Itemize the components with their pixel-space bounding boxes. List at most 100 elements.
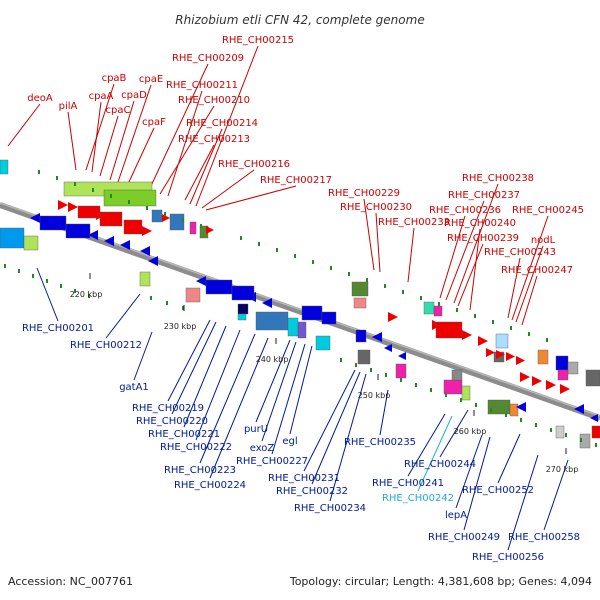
bottom-gene-label-9[interactable]: purU xyxy=(244,424,268,435)
top-gene-label-3[interactable]: cpaA xyxy=(89,91,114,102)
dot-6 xyxy=(146,206,148,210)
bottom-gene-label-2[interactable]: gatA1 xyxy=(119,382,149,393)
top-gene-label-24[interactable]: RHE_CH00243 xyxy=(484,247,556,258)
dot-3 xyxy=(92,188,94,192)
top-gene-label-7[interactable]: cpaF xyxy=(142,117,166,128)
top-gene-label-18[interactable]: RHE_CH00233 xyxy=(378,217,450,228)
dot-23 xyxy=(474,314,476,318)
gene-arrow-70 xyxy=(496,350,505,359)
top-gene-label-23[interactable]: RHE_CH00240 xyxy=(444,218,516,229)
top-gene-leader-3 xyxy=(91,101,102,173)
gene-arrow-82 xyxy=(532,376,542,386)
top-gene-label-2[interactable]: cpaB xyxy=(102,73,127,84)
bottom-gene-label-11[interactable]: RHE_CH00227 xyxy=(236,456,308,467)
bottom-gene-leader-18 xyxy=(407,413,446,477)
gene-block-64 xyxy=(443,379,463,395)
bottom-gene-leader-15 xyxy=(329,373,367,502)
dot-35 xyxy=(150,296,152,300)
top-gene-label-9[interactable]: RHE_CH00210 xyxy=(178,95,250,106)
top-gene-label-13[interactable]: RHE_CH00215 xyxy=(222,35,294,46)
gene-block-45 xyxy=(301,305,323,321)
bottom-gene-label-0[interactable]: RHE_CH00201 xyxy=(22,323,94,334)
top-gene-label-8[interactable]: RHE_CH00209 xyxy=(172,53,244,64)
top-gene-leader-8 xyxy=(149,63,209,189)
gene-arrow-54 xyxy=(384,344,392,352)
gene-arrow-61 xyxy=(462,330,472,340)
dot-9 xyxy=(200,224,202,228)
gene-block-58 xyxy=(433,305,443,317)
bottom-gene-label-4[interactable]: RHE_CH00220 xyxy=(136,416,208,427)
dot-51 xyxy=(535,423,537,427)
top-gene-label-14[interactable]: RHE_CH00216 xyxy=(218,159,290,170)
bottom-gene-leader-23 xyxy=(543,459,569,531)
gene-labels: deoA pilA cpaB cpaA cpaC cpaD cpaE cpaF RHE_CH00… xyxy=(22,35,584,563)
bottom-gene-label-15[interactable]: RHE_CH00234 xyxy=(294,503,366,514)
top-gene-label-20[interactable]: RHE_CH00237 xyxy=(448,190,520,201)
gene-features xyxy=(0,159,600,449)
bottom-gene-label-10[interactable]: exoZ xyxy=(250,443,275,454)
bottom-gene-leader-16 xyxy=(379,389,389,436)
bottom-gene-label-8[interactable]: RHE_CH00224 xyxy=(174,480,246,491)
top-gene-label-6[interactable]: cpaE xyxy=(139,74,163,85)
top-gene-label-12[interactable]: RHE_CH00214 xyxy=(186,118,258,129)
top-gene-label-25[interactable]: RHE_CH00245 xyxy=(512,205,584,216)
gene-block-40 xyxy=(237,303,249,315)
bottom-gene-label-5[interactable]: RHE_CH00221 xyxy=(148,429,220,440)
gene-arrow-62 xyxy=(478,336,488,346)
bottom-gene-label-13[interactable]: RHE_CH00231 xyxy=(268,473,340,484)
top-gene-leader-4 xyxy=(99,115,119,177)
bottom-gene-label-1[interactable]: RHE_CH00212 xyxy=(70,340,142,351)
top-gene-label-4[interactable]: cpaC xyxy=(106,105,131,116)
dot-39 xyxy=(355,363,357,367)
top-gene-label-22[interactable]: RHE_CH00239 xyxy=(447,233,519,244)
top-gene-label-27[interactable]: RHE_CH00247 xyxy=(501,265,573,276)
top-gene-label-15[interactable]: RHE_CH00217 xyxy=(260,175,332,186)
bottom-gene-label-20[interactable]: RHE_CH00252 xyxy=(462,485,534,496)
top-gene-leader-26 xyxy=(515,245,544,323)
bottom-gene-leader-19 xyxy=(417,415,453,492)
bottom-gene-label-18[interactable]: RHE_CH00241 xyxy=(372,478,444,489)
gene-arrow-26 xyxy=(120,240,130,250)
top-gene-label-21[interactable]: RHE_CH00238 xyxy=(462,173,534,184)
bottom-gene-label-19[interactable]: RHE_CH00242 xyxy=(382,493,454,504)
top-gene-label-1[interactable]: pilA xyxy=(59,101,78,112)
dot-33 xyxy=(74,289,76,293)
bottom-gene-label-16[interactable]: RHE_CH00235 xyxy=(344,437,416,448)
map-title: Rhizobium etli CFN 42, complete genome xyxy=(175,13,424,27)
bottom-gene-label-21[interactable]: lepA xyxy=(445,510,467,521)
bottom-gene-label-6[interactable]: RHE_CH00222 xyxy=(160,442,232,453)
dot-48 xyxy=(490,408,492,412)
bottom-gene-label-22[interactable]: RHE_CH00249 xyxy=(428,532,500,543)
bottom-gene-label-23[interactable]: RHE_CH00258 xyxy=(508,532,580,543)
dot-40 xyxy=(370,368,372,372)
top-gene-label-0[interactable]: deoA xyxy=(27,93,53,104)
bottom-gene-label-14[interactable]: RHE_CH00232 xyxy=(276,486,348,497)
bottom-gene-label-24[interactable]: RHE_CH00256 xyxy=(472,552,544,563)
top-gene-label-19[interactable]: RHE_CH00236 xyxy=(429,205,501,216)
top-gene-label-11[interactable]: RHE_CH00213 xyxy=(178,134,250,145)
top-gene-label-26[interactable]: nodL xyxy=(531,235,556,246)
dot-11 xyxy=(258,242,260,246)
top-gene-label-17[interactable]: RHE_CH00230 xyxy=(340,202,412,213)
gene-arrow-21 xyxy=(30,213,40,223)
top-gene-label-5[interactable]: cpaD xyxy=(121,90,147,101)
dot-36 xyxy=(166,301,168,305)
bottom-gene-label-7[interactable]: RHE_CH00223 xyxy=(164,465,236,476)
top-gene-label-10[interactable]: RHE_CH00211 xyxy=(166,80,238,91)
bottom-gene-label-12[interactable]: egl xyxy=(282,436,297,447)
top-gene-label-16[interactable]: RHE_CH00229 xyxy=(328,188,400,199)
gene-arrow-24 xyxy=(88,230,98,240)
top-gene-leader-15 xyxy=(205,185,297,211)
gene-arrow-31 xyxy=(148,256,158,266)
gene-arrow-10 xyxy=(142,226,152,236)
gene-block-43 xyxy=(287,317,299,337)
dot-19 xyxy=(402,290,404,294)
bottom-gene-label-3[interactable]: RHE_CH00219 xyxy=(132,403,204,414)
dot-30 xyxy=(32,274,34,278)
top-gene-leader-16 xyxy=(363,198,375,271)
dot-52 xyxy=(550,428,552,432)
top-gene-leader-5 xyxy=(109,100,135,181)
bottom-gene-label-17[interactable]: RHE_CH00244 xyxy=(404,459,476,470)
gene-arrow-25 xyxy=(104,236,114,246)
dot-24 xyxy=(492,320,494,324)
